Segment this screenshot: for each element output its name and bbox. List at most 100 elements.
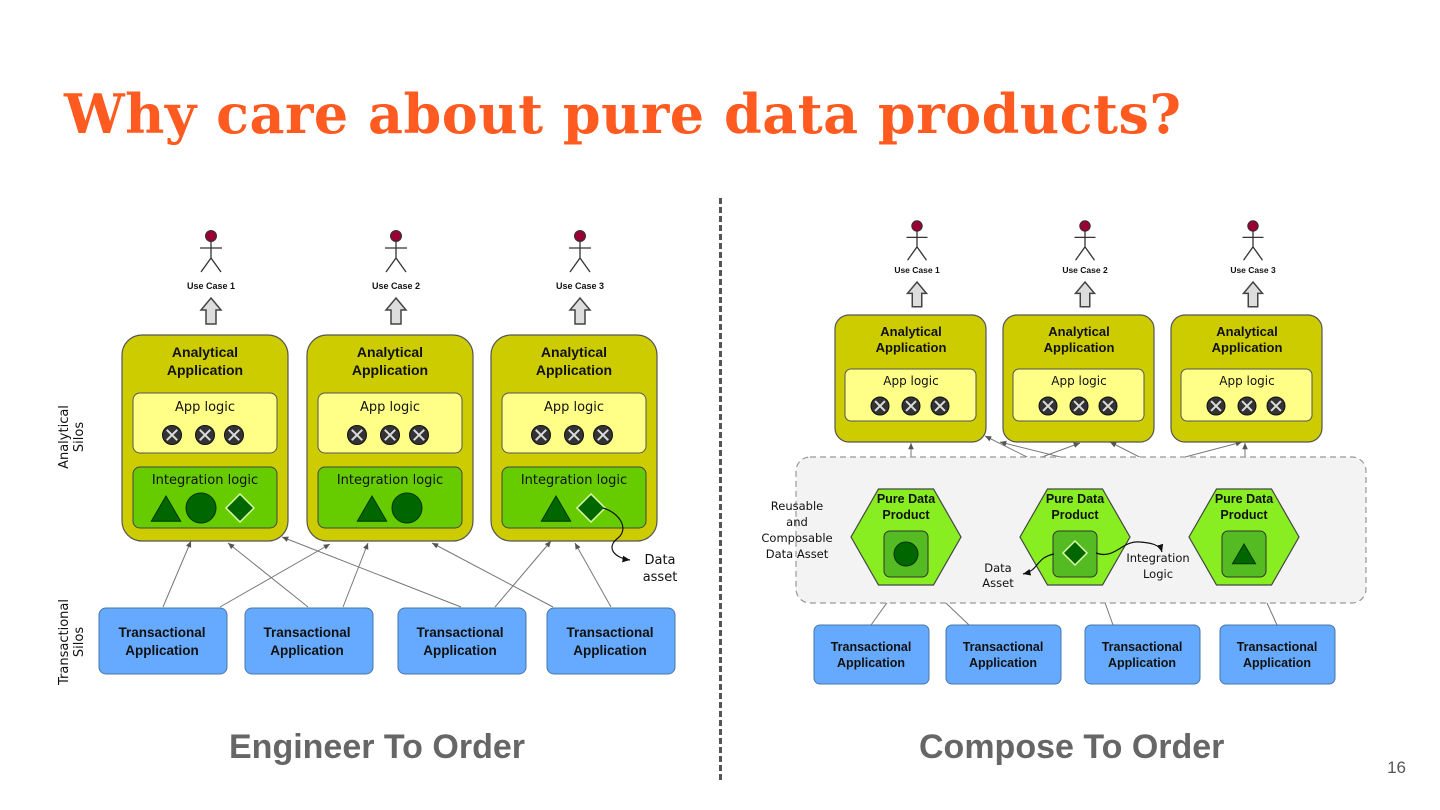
left-caption: Engineer To Order: [229, 728, 525, 766]
app-title: Application: [352, 362, 428, 378]
x-mark: [568, 429, 580, 441]
connector-arrow: [162, 540, 192, 608]
app-title: Analytical: [880, 324, 941, 339]
x-mark: [1073, 400, 1085, 412]
integration-logic-note: Logic: [1143, 567, 1173, 581]
dashed-divider: [719, 198, 722, 780]
up-arrow-icon: [905, 280, 929, 308]
use-case-label: Use Case 1: [187, 281, 235, 291]
app-title: Application: [1212, 340, 1283, 355]
transactional-application-box: [1219, 624, 1336, 685]
transactional-label: Application: [837, 656, 905, 670]
transactional-application-box: [546, 607, 676, 675]
circle-shape-icon: [391, 492, 423, 524]
transactional-label: Transactional: [566, 625, 653, 640]
use-case-label: Use Case 2: [1062, 265, 1108, 275]
x-mark: [535, 429, 547, 441]
diamond-icon: [575, 492, 607, 524]
x-mark: [597, 429, 609, 441]
use-case-label: Use Case 3: [556, 281, 604, 291]
integration-pointer: [1095, 541, 1164, 556]
x-mark: [228, 429, 240, 441]
data-asset-note: Data: [644, 553, 675, 568]
reusable-note: Data Asset: [766, 547, 829, 561]
actor-icon: [574, 230, 586, 242]
actor-figure: [906, 230, 928, 261]
transactional-label: Application: [125, 643, 199, 658]
app-logic-label: App logic: [360, 400, 420, 415]
data-asset-note: Data: [984, 561, 1011, 575]
x-mark: [384, 429, 396, 441]
x-mark: [1270, 400, 1282, 412]
transactional-application-box: [397, 607, 527, 675]
use-case-label: Use Case 2: [372, 281, 420, 291]
x-mark: [166, 429, 178, 441]
page-number: 16: [1387, 758, 1406, 777]
transactional-application-box: [813, 624, 930, 685]
transactional-label: Transactional: [118, 625, 205, 640]
slide-title: Why care about pure data products?: [64, 82, 1182, 146]
integration-logic-box: [501, 466, 647, 529]
reusable-note: Reusable: [771, 499, 823, 513]
transactional-application-box: [1084, 624, 1201, 685]
app-logic-label: App logic: [883, 374, 938, 388]
app-title: Application: [536, 362, 612, 378]
transactional-label: Transactional: [416, 625, 503, 640]
integration-logic-label: Integration logic: [521, 473, 627, 488]
pure-data-product-label: Pure Data: [877, 492, 936, 506]
up-arrow-icon: [1073, 280, 1097, 308]
transactional-label: Application: [1108, 656, 1176, 670]
app-logic-label: App logic: [175, 400, 235, 415]
transactional-label: Application: [423, 643, 497, 658]
diamond-icon: [1061, 539, 1089, 567]
up-arrow-icon: [384, 296, 408, 325]
use-case-label: Use Case 1: [894, 265, 940, 275]
x-mark: [413, 429, 425, 441]
data-asset-pointer: [1022, 553, 1055, 576]
app-logic-label: App logic: [544, 400, 604, 415]
integration-logic-label: Integration logic: [152, 473, 258, 488]
actor-figure: [1242, 230, 1264, 261]
actor-icon: [1247, 220, 1259, 232]
x-mark: [199, 429, 211, 441]
integration-logic-label: Integration logic: [337, 473, 443, 488]
app-title: Analytical: [172, 344, 238, 360]
connector-arrow: [342, 542, 369, 608]
transactional-label: Transactional: [831, 640, 912, 654]
actor-figure: [385, 241, 407, 273]
transactional-label: Application: [1243, 656, 1311, 670]
app-title: Application: [167, 362, 243, 378]
connector-arrow: [281, 536, 462, 608]
up-arrow-icon: [199, 296, 223, 325]
data-asset-pointer: [602, 507, 631, 563]
transactional-application-box: [945, 624, 1062, 685]
connector-arrow: [219, 543, 331, 608]
actor-icon: [205, 230, 217, 242]
analytical-silos-label: AnalyticalSilos: [57, 405, 87, 469]
triangle-icon: [540, 495, 572, 522]
x-mark: [1210, 400, 1222, 412]
x-mark: [351, 429, 363, 441]
pure-data-product-label: Product: [882, 508, 930, 522]
triangle-icon: [1231, 543, 1257, 565]
actor-figure: [569, 241, 591, 273]
pure-data-product-label: Product: [1051, 508, 1099, 522]
transactional-label: Application: [573, 643, 647, 658]
actor-figure: [1074, 230, 1096, 261]
connector-arrow: [431, 542, 554, 608]
connector-arrow: [574, 542, 612, 608]
transactional-application-box: [244, 607, 374, 675]
triangle-icon: [150, 495, 182, 522]
x-mark: [1042, 400, 1054, 412]
connector-arrow: [227, 542, 309, 608]
actor-icon: [911, 220, 923, 232]
app-logic-label: App logic: [1219, 374, 1274, 388]
pure-data-product-label: Product: [1220, 508, 1268, 522]
app-title: Application: [1044, 340, 1115, 355]
x-mark: [905, 400, 917, 412]
actor-figure: [200, 241, 222, 273]
up-arrow-icon: [1241, 280, 1265, 308]
connector-arrow: [494, 540, 552, 608]
use-case-label: Use Case 3: [1230, 265, 1276, 275]
